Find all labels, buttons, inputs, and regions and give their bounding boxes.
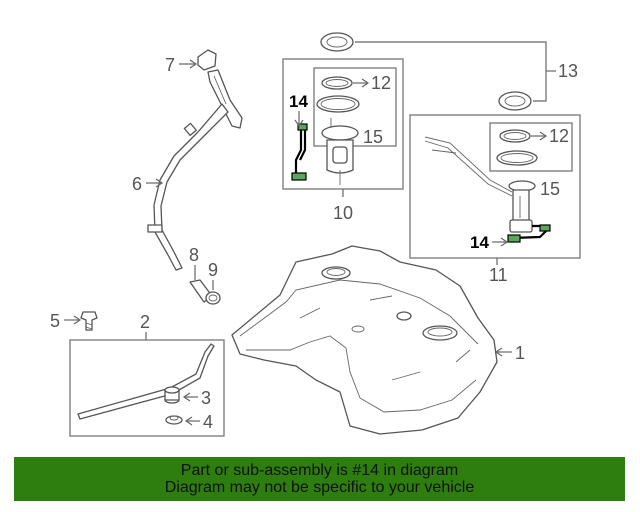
fuel-sender-11[interactable] bbox=[424, 136, 536, 233]
callout-14a: 14 bbox=[289, 92, 308, 111]
banner-line-1: Part or sub-assembly is #14 in diagram bbox=[180, 462, 459, 479]
callout-2: 2 bbox=[140, 312, 150, 332]
box-15b bbox=[489, 122, 573, 172]
callout-6: 6 bbox=[132, 174, 142, 194]
callout-13: 13 bbox=[558, 61, 578, 81]
banner-line-2: Diagram may not be specific to your vehi… bbox=[164, 479, 475, 496]
filler-cap-7[interactable] bbox=[197, 49, 217, 71]
insulator-3[interactable] bbox=[164, 386, 180, 404]
seal-ring-13-right[interactable] bbox=[498, 91, 532, 111]
clamp-9[interactable] bbox=[205, 291, 221, 305]
callout-1: 1 bbox=[515, 343, 525, 363]
callout-4: 4 bbox=[203, 412, 213, 432]
wiring-harness-14-right[interactable] bbox=[507, 224, 551, 243]
callout-10: 10 bbox=[333, 203, 353, 223]
callout-11: 11 bbox=[489, 265, 508, 285]
gasket-15-right[interactable] bbox=[496, 150, 538, 166]
callout-15a: 15 bbox=[363, 127, 383, 147]
info-banner: Part or sub-assembly is #14 in diagram D… bbox=[14, 457, 625, 501]
o-ring-12-right[interactable] bbox=[499, 129, 531, 143]
gasket-15-left[interactable] bbox=[316, 95, 360, 113]
filler-hose-6[interactable] bbox=[147, 103, 229, 271]
wiring-harness-14-left[interactable] bbox=[291, 123, 308, 181]
box-11 bbox=[409, 114, 581, 259]
callout-3: 3 bbox=[201, 388, 211, 408]
seal-ring-13-top[interactable] bbox=[320, 32, 354, 52]
callout-5: 5 bbox=[50, 311, 60, 331]
callout-7: 7 bbox=[165, 55, 175, 75]
filler-neck[interactable] bbox=[207, 69, 243, 129]
callout-14b: 14 bbox=[470, 233, 489, 252]
callout-12a: 12 bbox=[371, 73, 391, 93]
callout-8: 8 bbox=[189, 245, 199, 265]
callout-15b: 15 bbox=[540, 179, 560, 199]
callout-9: 9 bbox=[208, 260, 218, 280]
bolt-5[interactable] bbox=[80, 311, 98, 331]
box-15a bbox=[313, 67, 397, 147]
callout-12b: 12 bbox=[549, 126, 569, 146]
tank-strap[interactable] bbox=[77, 343, 215, 420]
fuel-pump-module-10[interactable] bbox=[321, 118, 359, 185]
o-ring-12-left[interactable] bbox=[321, 76, 353, 90]
fuel-tank-1[interactable] bbox=[231, 245, 498, 435]
grommet-4[interactable] bbox=[165, 415, 183, 425]
box-2 bbox=[69, 339, 225, 437]
